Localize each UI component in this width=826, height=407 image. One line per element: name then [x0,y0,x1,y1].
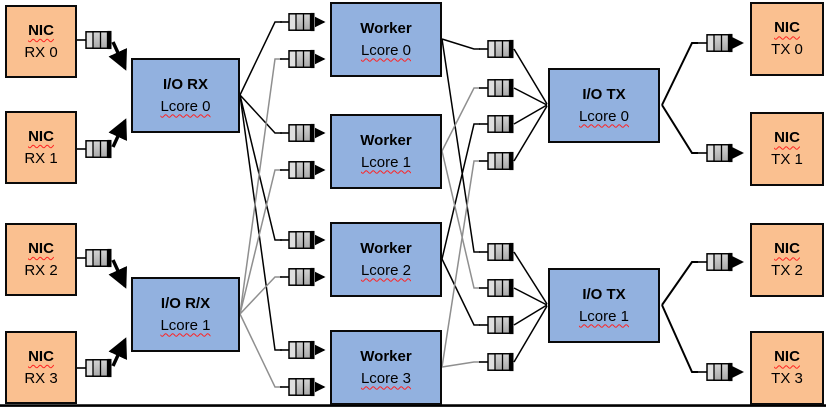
worker-lcore-3-title: Worker [360,347,412,365]
nic-rx-1-title: NIC [28,127,54,145]
queue-icon [478,39,515,59]
nic-rx-3-subtitle: RX 3 [24,369,58,387]
worker-lcore-1-subtitle: Lcore 1 [360,153,412,171]
queue-icon [478,278,515,298]
queue-icon [279,49,316,69]
io-rx-lcore-1-title: I/O R/X [160,294,211,312]
worker-lcore-2-title: Worker [360,239,412,257]
worker-lcore-2-box: Worker Lcore 2 [330,222,442,297]
nic-rx-2-box: NIC RX 2 [5,223,77,296]
nic-tx-1-title: NIC [774,129,800,147]
io-tx-lcore-1-title: I/O TX [582,285,626,303]
nic-tx-0-box: NIC TX 0 [750,2,824,76]
io-tx-lcore-1-box: I/O TX Lcore 1 [548,268,660,343]
queue-icon [697,252,734,272]
nic-tx-2-box: NIC TX 2 [750,223,824,297]
io-rx1-fanout-lines [239,58,282,388]
queue-icon [76,358,113,378]
worker-lcore-0-box: Worker Lcore 0 [330,2,442,77]
queue-icon [697,33,734,53]
worker-lcore-1-box: Worker Lcore 1 [330,114,442,189]
nic-rx-2-title: NIC [28,239,54,257]
nic-tx-0-title: NIC [774,19,800,37]
io-tx-lcore-0-title: I/O TX [582,85,626,103]
nic-rx-1-subtitle: RX 1 [24,149,58,167]
io-rx0-fanout-lines [239,21,282,351]
io-rx-lcore-1-subtitle: Lcore 1 [160,316,211,334]
io-rx-lcore-0-subtitle: Lcore 0 [160,97,211,115]
queue-to-nic-tx-arrows [730,36,744,379]
queue-icon [279,160,316,180]
worker-odd-output-lines [441,87,480,368]
io-tx-lcore-0-subtitle: Lcore 0 [578,107,630,125]
queue-to-io-tx-lines [513,48,548,363]
queue-icon [279,377,316,397]
worker-even-output-lines [441,38,480,326]
nic-rx-3-box: NIC RX 3 [5,331,77,404]
worker-lcore-1-title: Worker [360,131,412,149]
queue-icon [76,248,113,268]
io-tx-fanout-lines [661,42,698,373]
nic-tx-2-subtitle: TX 2 [771,262,803,279]
nic-tx-1-subtitle: TX 1 [771,151,803,168]
nic-rx-1-box: NIC RX 1 [5,111,77,184]
queue-icon [478,151,515,171]
queue-icon [76,139,113,159]
worker-lcore-0-title: Worker [360,19,412,37]
queue-icon [279,230,316,250]
nic-tx-2-title: NIC [774,240,800,258]
io-rx-lcore-0-title: I/O RX [162,75,208,93]
queue-icon [279,340,316,360]
nic-rx-0-box: NIC RX 0 [5,5,77,78]
io-tx-lcore-1-subtitle: Lcore 1 [578,307,630,325]
nic-tx-3-title: NIC [774,348,800,366]
nic-rx-to-io-rx-arrows [108,41,127,367]
queue-icon [478,114,515,134]
nic-tx-3-subtitle: TX 3 [771,370,803,387]
nic-rx-2-subtitle: RX 2 [24,261,58,279]
nic-tx-3-box: NIC TX 3 [750,331,824,405]
queue-icon [279,267,316,287]
io-rx-lcore-1-box: I/O R/X Lcore 1 [131,277,240,352]
queue-icon [76,30,113,50]
queue-icon [478,352,515,372]
queue-icon [279,12,316,32]
worker-lcore-3-subtitle: Lcore 3 [360,369,412,387]
nic-tx-1-box: NIC TX 1 [750,112,824,186]
queue-icon [697,362,734,382]
worker-lcore-2-subtitle: Lcore 2 [360,261,412,279]
nic-rx-3-title: NIC [28,347,54,365]
queue-icon [478,78,515,98]
queue-to-worker-arrows [314,16,326,393]
nic-tx-0-subtitle: TX 0 [771,41,803,58]
worker-lcore-0-subtitle: Lcore 0 [360,41,412,59]
queue-icon [279,123,316,143]
queue-icon [478,242,515,262]
worker-lcore-3-box: Worker Lcore 3 [330,330,442,405]
queue-icon [697,143,734,163]
queue-icon [478,315,515,335]
nic-rx-0-title: NIC [28,21,54,39]
nic-rx-0-subtitle: RX 0 [24,43,58,61]
io-tx-lcore-0-box: I/O TX Lcore 0 [548,68,660,143]
io-rx-lcore-0-box: I/O RX Lcore 0 [131,58,240,133]
